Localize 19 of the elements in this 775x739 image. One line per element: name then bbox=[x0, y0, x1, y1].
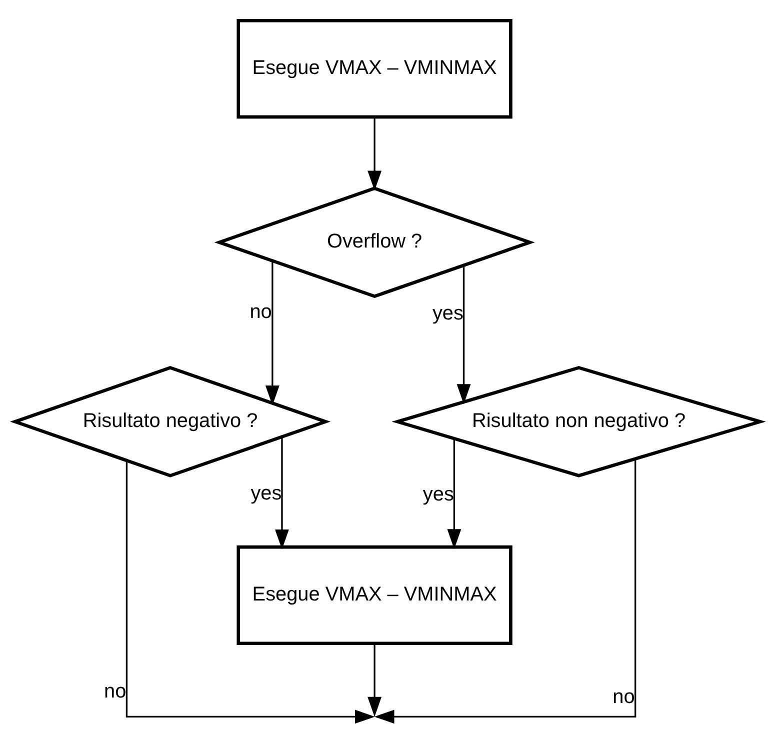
node-diamond: Overflow ? bbox=[214, 186, 535, 298]
node-diamond: Risultato non negativo ? bbox=[392, 366, 766, 478]
node-diamond: Risultato negativo ? bbox=[10, 366, 331, 478]
edge-label: yes bbox=[422, 483, 454, 506]
edge-label: no bbox=[250, 300, 272, 323]
arrow bbox=[374, 459, 636, 724]
arrow bbox=[456, 266, 471, 404]
arrow bbox=[368, 644, 382, 717]
edge-label: yes bbox=[250, 482, 282, 505]
node-box: Esegue VMAX – VMINMAX bbox=[236, 545, 512, 646]
edge-label: no bbox=[612, 686, 635, 708]
arrow bbox=[126, 460, 375, 724]
edge-label: yes bbox=[432, 302, 464, 325]
arrow bbox=[275, 437, 289, 550]
arrow bbox=[368, 117, 382, 191]
node-box: Esegue VMAX – VMINMAX bbox=[236, 18, 512, 119]
edge-label: no bbox=[104, 680, 126, 703]
arrow bbox=[265, 260, 280, 406]
arrow bbox=[447, 438, 462, 550]
